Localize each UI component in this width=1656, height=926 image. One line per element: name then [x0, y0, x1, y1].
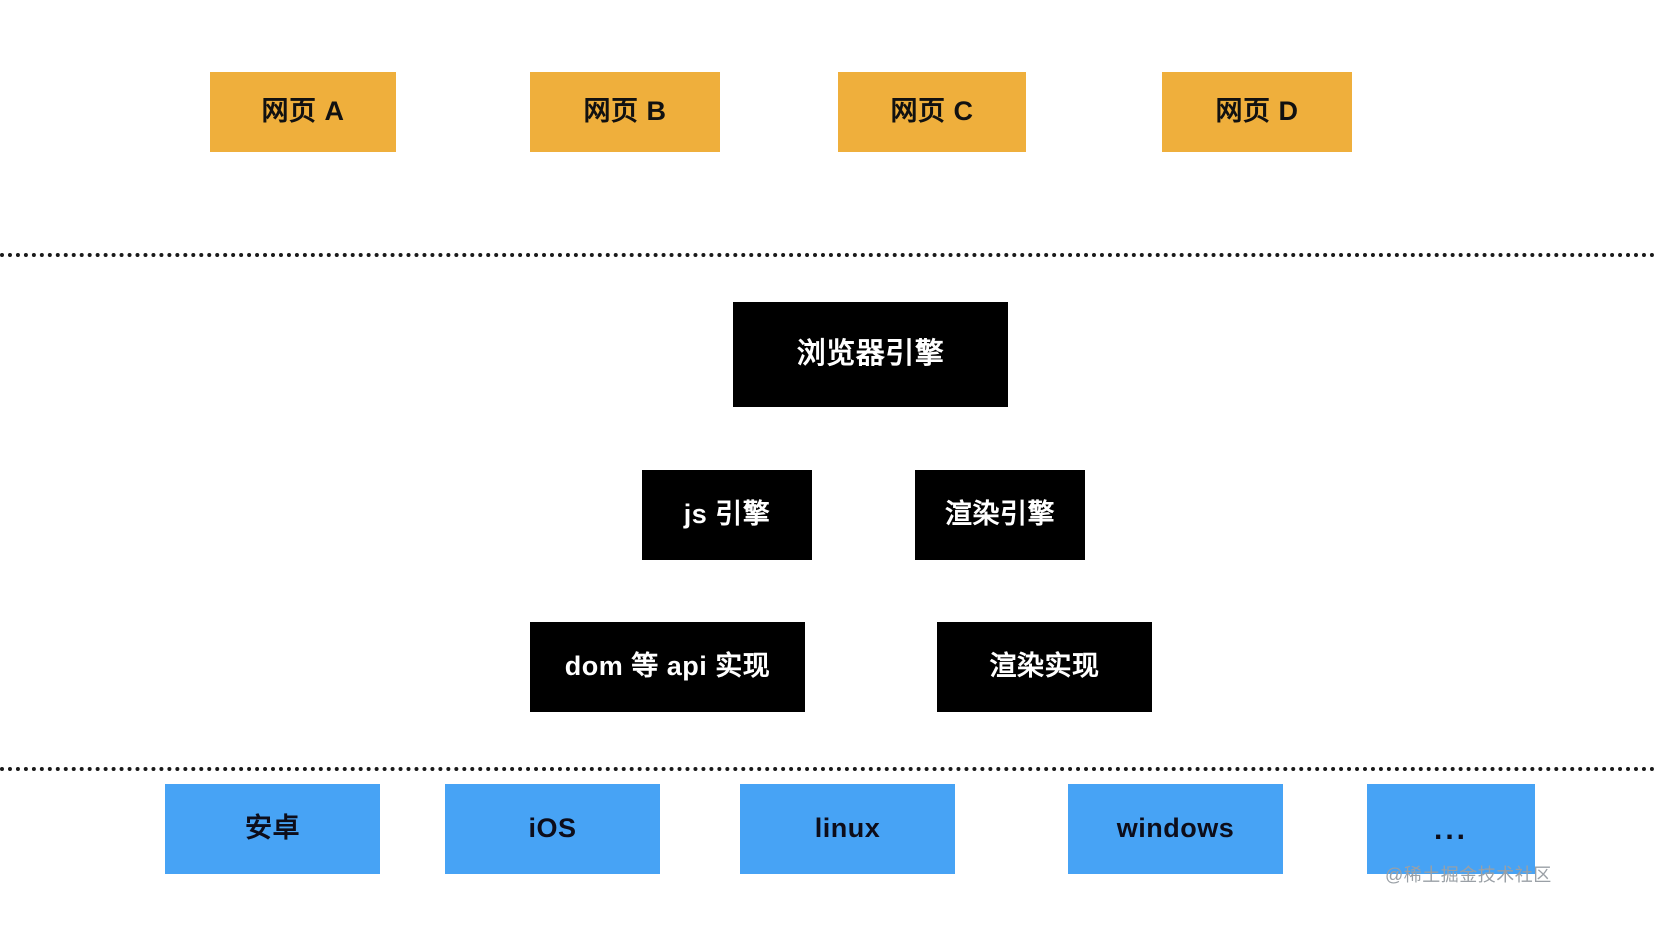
- render-engine-box: 渲染引擎: [915, 470, 1085, 560]
- web-page-box-d: 网页 D: [1162, 72, 1352, 152]
- divider-pages-engine: [0, 253, 1656, 257]
- os-box-ios: iOS: [445, 784, 660, 874]
- divider-engine-os: [0, 767, 1656, 771]
- browser-engine-box: 浏览器引擎: [733, 302, 1008, 407]
- dom-api-impl-box: dom 等 api 实现: [530, 622, 805, 712]
- watermark: @稀土掘金技术社区: [1385, 865, 1552, 885]
- os-box-android: 安卓: [165, 784, 380, 874]
- web-page-box-b: 网页 B: [530, 72, 720, 152]
- render-impl-box: 渲染实现: [937, 622, 1152, 712]
- web-page-box-c: 网页 C: [838, 72, 1026, 152]
- web-page-box-a: 网页 A: [210, 72, 396, 152]
- os-box-linux: linux: [740, 784, 955, 874]
- os-box-windows: windows: [1068, 784, 1283, 874]
- js-engine-box: js 引擎: [642, 470, 812, 560]
- os-box-more: ...: [1367, 784, 1535, 874]
